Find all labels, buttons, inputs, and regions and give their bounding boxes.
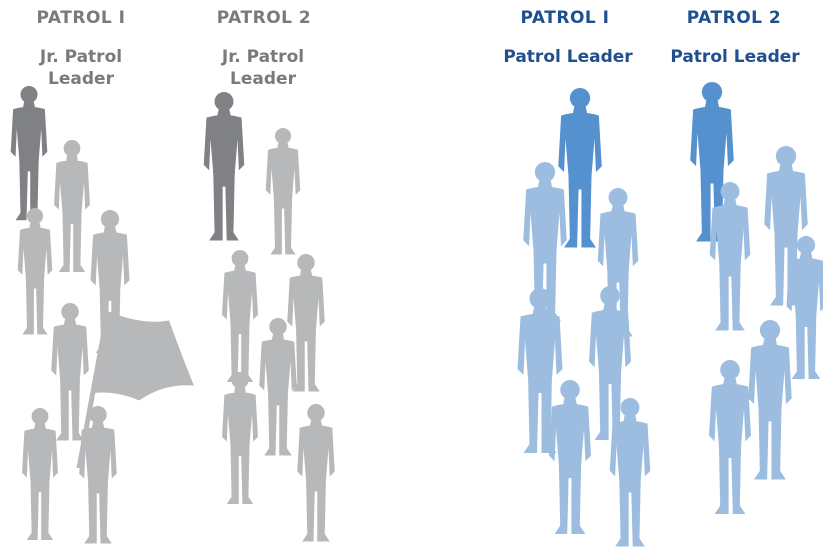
member-figure <box>54 140 90 272</box>
left-patrol-1-role: Jr. Patrol Leader <box>18 46 144 90</box>
left-patrol-2-role-line2: Leader <box>230 69 296 89</box>
left-patrol-2-role-line1: Jr. Patrol <box>221 47 305 67</box>
member-figure <box>748 320 792 480</box>
member-figure <box>51 303 89 441</box>
left-patrol-1-role-line2: Leader <box>48 69 114 89</box>
leader-figure <box>10 86 48 221</box>
right-patrol-1-title: PATROL I <box>520 8 610 28</box>
member-figure <box>297 404 335 542</box>
member-figure <box>22 408 58 540</box>
left-patrol-1-title: PATROL I <box>36 8 126 28</box>
member-figure <box>222 250 258 382</box>
leader-figure <box>203 92 245 241</box>
right-patrol-2-role: Patrol Leader <box>670 47 800 67</box>
right-patrol-1-role: Patrol Leader <box>503 47 633 67</box>
member-figure <box>17 208 53 335</box>
member-figure <box>709 360 751 514</box>
left-patrol-2-title: PATROL 2 <box>216 8 312 28</box>
member-figure <box>549 380 591 534</box>
member-figure <box>265 128 301 255</box>
right-patrol-2-title: PATROL 2 <box>686 8 782 28</box>
member-figure <box>222 372 258 504</box>
member-figure <box>259 318 297 456</box>
left-patrol-2-role: Jr. Patrol Leader <box>200 46 326 90</box>
left-patrol-1-role-line1: Jr. Patrol <box>39 47 123 67</box>
